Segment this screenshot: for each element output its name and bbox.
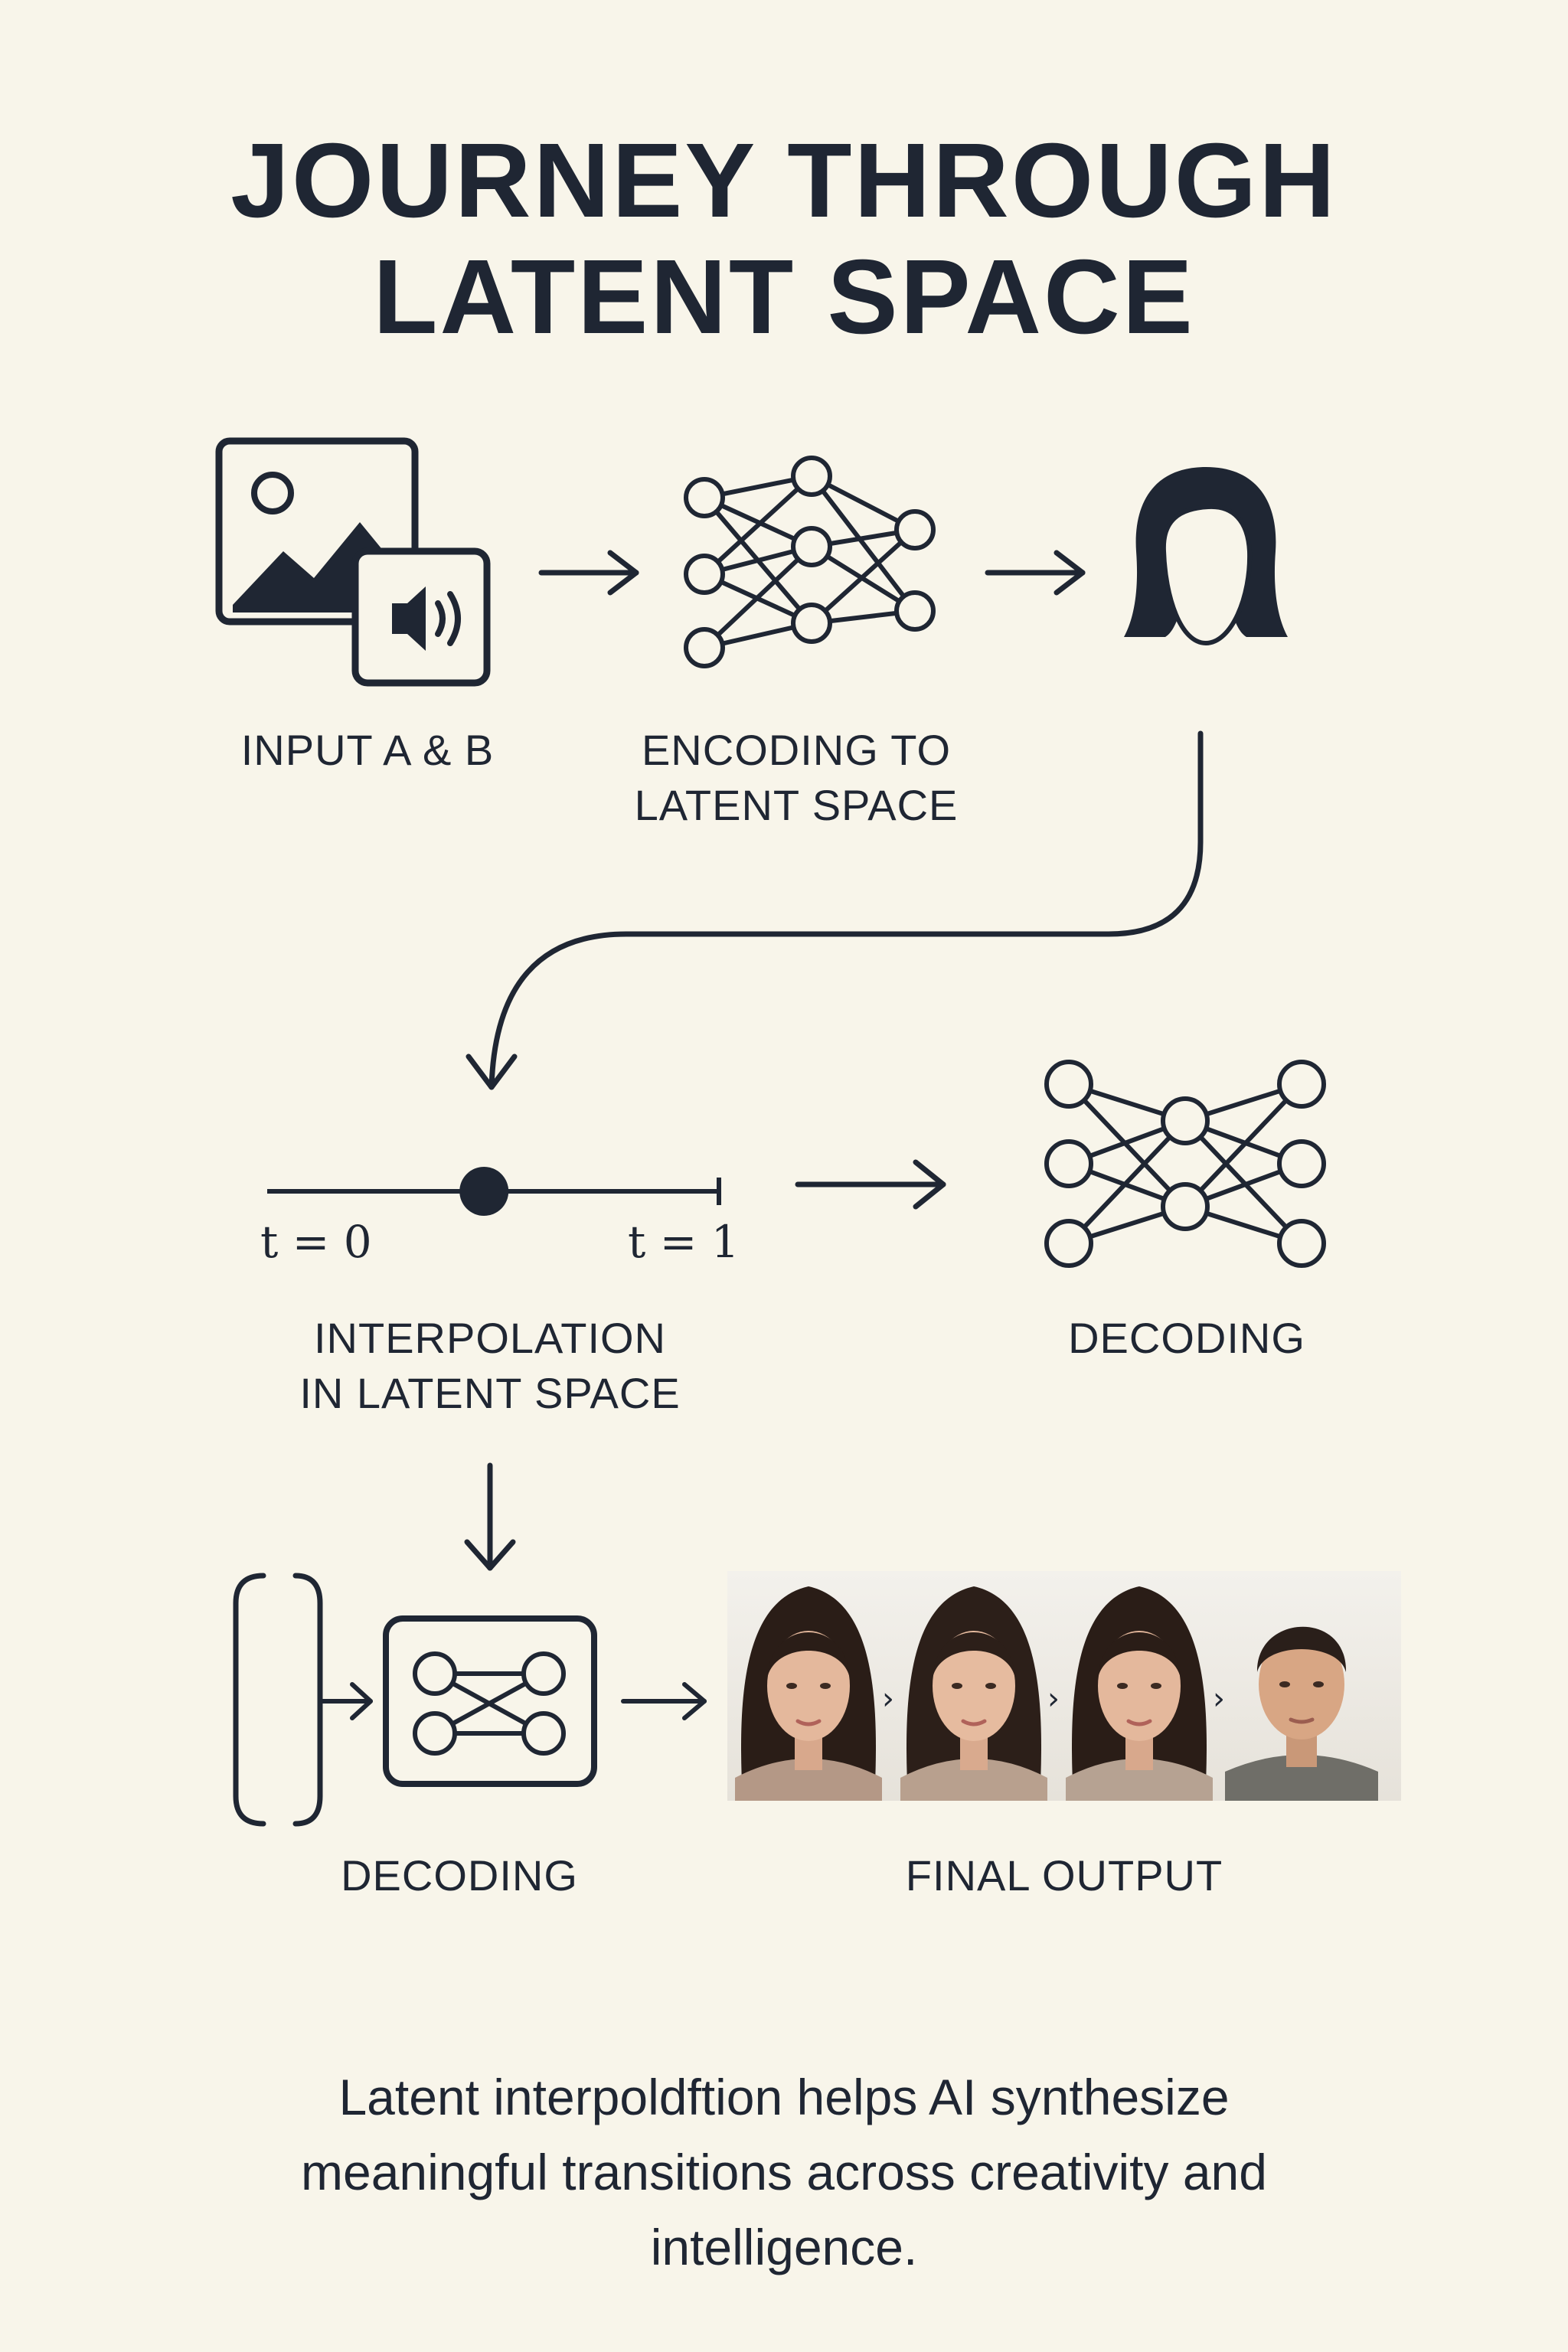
- svg-text:›: ›: [882, 1681, 894, 1717]
- caption: Latent interpoldftion helps AI synthesiz…: [122, 2060, 1446, 2285]
- portrait-woman-2: [900, 1586, 1047, 1801]
- arrow-right-icon: [795, 1159, 946, 1210]
- interpolation-slider: [267, 1167, 721, 1216]
- decoding-right-label-line-1: DECODING: [1068, 1314, 1305, 1362]
- face-silhouette-icon: [1124, 467, 1288, 646]
- encoding-label-line-1: ENCODING TO: [641, 726, 952, 774]
- caption-line-3: intelligence.: [650, 2219, 918, 2275]
- slider-handle: [459, 1167, 509, 1216]
- connector-arrow: [466, 730, 1204, 1090]
- t0-label: t = 0: [260, 1216, 372, 1268]
- decoding-bottom-label: DECODING: [299, 1848, 620, 1903]
- arrow-right-icon: [621, 1682, 707, 1720]
- arrow-right-icon: [319, 1682, 373, 1720]
- caption-line-2: meaningful transitions across creativity…: [301, 2144, 1267, 2200]
- portrait-woman-1: [735, 1586, 882, 1801]
- speaker-icon: [351, 547, 491, 687]
- caption-line-1: Latent interpoldftion helps AI synthesiz…: [338, 2069, 1230, 2125]
- portrait-woman-3: [1066, 1586, 1213, 1801]
- arrow-down-icon: [464, 1462, 516, 1571]
- arrow-right-icon: [538, 550, 639, 596]
- final-output-label: FINAL OUTPUT: [842, 1848, 1286, 1903]
- portrait-man: [1225, 1626, 1378, 1801]
- svg-text:›: ›: [1213, 1681, 1225, 1717]
- decoding-right-label: DECODING: [1026, 1311, 1348, 1366]
- interpolation-label-line-1: INTERPOLATION: [313, 1314, 666, 1362]
- svg-text:›: ›: [1047, 1681, 1060, 1717]
- page-title: JOURNEY THROUGH LATENT SPACE: [0, 122, 1568, 355]
- image-icon: [215, 437, 491, 687]
- encoder-network-icon: [684, 456, 936, 668]
- decoder-network-icon: [1044, 1060, 1326, 1268]
- title-line-2: LATENT SPACE: [373, 238, 1195, 356]
- interpolation-label-line-2: IN LATENT SPACE: [299, 1369, 681, 1417]
- input-label-line-1: INPUT A & B: [240, 726, 495, 774]
- t1-label: t = 1: [628, 1216, 740, 1268]
- input-label: INPUT A & B: [207, 723, 528, 778]
- decoding-bottom-label-line-1: DECODING: [341, 1851, 578, 1900]
- encoding-label-line-2: LATENT SPACE: [634, 781, 959, 829]
- encoding-label: ENCODING TO LATENT SPACE: [605, 723, 988, 833]
- bracket-icon: [233, 1573, 323, 1827]
- title-line-1: JOURNEY THROUGH: [230, 122, 1338, 240]
- interpolation-label: INTERPOLATION IN LATENT SPACE: [260, 1311, 720, 1421]
- arrow-right-icon: [985, 550, 1086, 596]
- portrait-sequence: › › ›: [727, 1571, 1401, 1801]
- final-output-label-line-1: FINAL OUTPUT: [905, 1851, 1223, 1900]
- decoder-box-icon: [383, 1615, 597, 1787]
